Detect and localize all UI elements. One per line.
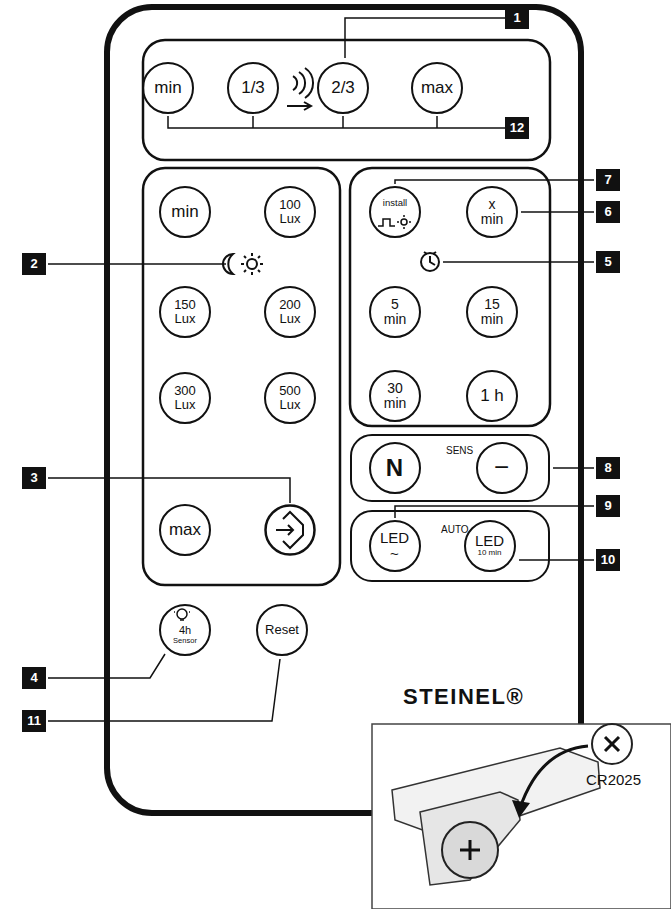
remote-button: N <box>369 442 421 494</box>
callout-number: 11 <box>22 710 46 732</box>
remote-button: 1/3 <box>227 62 279 114</box>
callout-number: 9 <box>596 495 620 517</box>
button-label: 500 Lux <box>279 384 301 411</box>
button-label: 10 min <box>477 549 501 557</box>
callout-number: 1 <box>505 7 529 29</box>
button-group <box>143 40 550 160</box>
button-group <box>350 168 550 426</box>
remote-button: 4hSensor <box>159 604 211 656</box>
button-label: LED <box>380 530 409 546</box>
brand-logo: STEINEL® <box>403 685 524 708</box>
brightness-symbol <box>223 253 263 275</box>
button-label: 4h <box>179 625 191 637</box>
remote-button: 100 Lux <box>264 186 316 238</box>
remote-button: min <box>159 186 211 238</box>
battery-inset <box>372 724 671 909</box>
callout-number: 4 <box>22 667 46 689</box>
remote-button: min <box>142 62 194 114</box>
remote-button: max <box>159 504 211 556</box>
remote-button: 1 h <box>466 370 518 422</box>
callout-number: 3 <box>22 467 46 489</box>
callout-number: 12 <box>505 117 529 139</box>
remote-button: LED~ <box>369 520 421 572</box>
remote-button: x min <box>466 186 518 238</box>
callout-number: 5 <box>596 251 620 273</box>
button-label: − <box>494 454 509 481</box>
button-label: max <box>421 79 453 97</box>
button-label: 30 min <box>384 381 407 410</box>
remote-button: 150 Lux <box>159 286 211 338</box>
remote-housing <box>107 7 581 813</box>
button-label: min <box>171 203 198 221</box>
button-label: 100 Lux <box>279 198 301 225</box>
group-label: SENS <box>446 446 454 457</box>
remote-button: 200 Lux <box>264 286 316 338</box>
group-label: AUTO <box>441 525 449 536</box>
time-symbol <box>421 252 439 271</box>
bulb-symbol <box>174 605 190 620</box>
button-label: x min <box>481 197 504 226</box>
remote-button: LED10 min <box>464 520 516 572</box>
remote-button: 30 min <box>369 370 421 422</box>
callout-number: 8 <box>596 457 620 479</box>
remote-button: 500 Lux <box>264 372 316 424</box>
button-label: N <box>386 455 403 480</box>
button-label: LED <box>475 533 504 549</box>
button-label: Reset <box>265 623 299 637</box>
button-label: min <box>154 79 181 97</box>
install-symbol <box>378 215 411 229</box>
button-label: 1/3 <box>241 79 265 97</box>
button-label: 2/3 <box>331 79 355 97</box>
button-group <box>143 168 340 585</box>
button-label: Sensor <box>173 637 197 645</box>
remote-button: Reset <box>256 604 308 656</box>
remote-button: install <box>369 186 421 238</box>
range-symbol <box>287 68 313 110</box>
remote-button: 300 Lux <box>159 372 211 424</box>
button-label: 5 min <box>384 297 407 326</box>
remote-button: 2/3 <box>317 62 369 114</box>
remote-button: 15 min <box>466 286 518 338</box>
remote-button: − <box>476 442 528 494</box>
remote-button: max <box>411 62 463 114</box>
button-label: 300 Lux <box>174 384 196 411</box>
remote-button: 5 min <box>369 286 421 338</box>
callout-number: 6 <box>596 201 620 223</box>
button-label: 1 h <box>480 387 504 405</box>
button-label: max <box>169 521 201 539</box>
battery-type: CR2025 <box>586 771 641 788</box>
leader-lines <box>48 18 594 721</box>
button-group: N − SENS <box>350 434 550 502</box>
button-label: ~ <box>390 546 399 562</box>
callout-number: 2 <box>22 253 46 275</box>
button-label: install <box>383 198 407 208</box>
callout-number: 10 <box>596 549 620 571</box>
callout-number: 7 <box>596 169 620 191</box>
button-label: 200 Lux <box>279 298 301 325</box>
button-label: 150 Lux <box>174 298 196 325</box>
teach-button <box>266 506 315 555</box>
button-group: LED~LED10 minAUTO <box>350 510 550 582</box>
button-label: 15 min <box>481 297 504 326</box>
